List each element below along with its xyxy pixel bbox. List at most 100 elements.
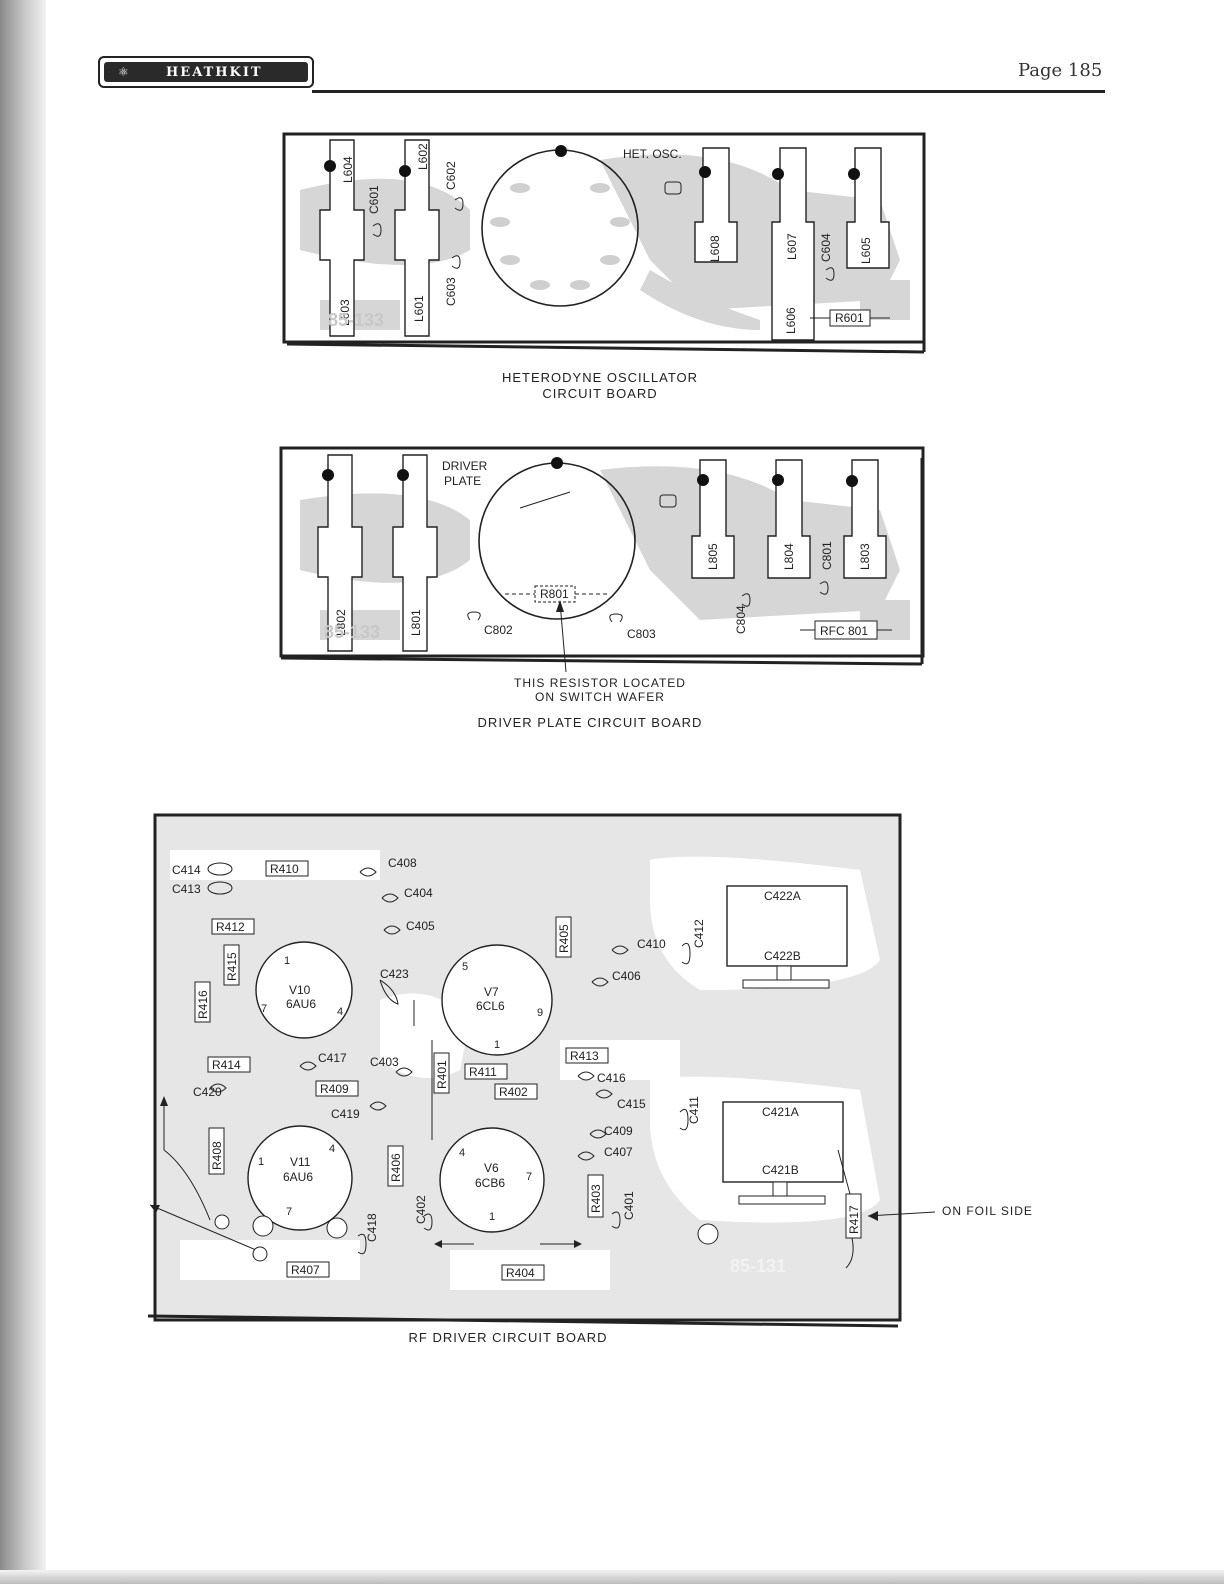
label-c420: C420 [193, 1085, 222, 1099]
atom-icon: ⚛ [118, 65, 129, 79]
board1-caption-line1: HETERODYNE OSCILLATOR [501, 370, 699, 385]
label-c408: C408 [388, 856, 417, 870]
label-l605: L605 [859, 237, 873, 264]
label-c401: C401 [622, 1191, 636, 1220]
resistor-note-line2: ON SWITCH WAFER [535, 690, 665, 704]
label-c416: C416 [597, 1071, 626, 1085]
label-c803: C803 [627, 627, 656, 641]
tube-v10: V10 [289, 983, 311, 997]
pin-v10-4: 4 [337, 1006, 343, 1018]
label-r601: R601 [835, 311, 864, 325]
label-c410: C410 [637, 937, 666, 951]
label-c415: C415 [617, 1097, 646, 1111]
resistor-note: THIS RESISTOR LOCATED ON SWITCH WAFER [480, 676, 720, 704]
label-c414: C414 [172, 863, 201, 877]
pin-v7-1: 1 [494, 1039, 500, 1051]
resistor-note-line1: THIS RESISTOR LOCATED [514, 676, 686, 690]
label-c423: C423 [380, 967, 409, 981]
label-r408: R408 [210, 1141, 224, 1170]
label-c421a: C421A [762, 1105, 799, 1119]
pin-v10-1: 1 [284, 955, 290, 967]
label-l804: L804 [782, 543, 796, 570]
label-r405: R405 [557, 924, 571, 953]
label-r406: R406 [389, 1153, 403, 1182]
label-r415: R415 [225, 952, 239, 981]
pin-v11-7: 7 [286, 1206, 292, 1218]
pin-v11-4: 4 [329, 1143, 335, 1155]
label-l803: L803 [858, 543, 872, 570]
label-c802: C802 [484, 623, 513, 637]
het-osc-label: HET. OSC. [623, 147, 682, 161]
label-r410: R410 [270, 862, 299, 876]
label-c601: C601 [367, 185, 381, 214]
label-r413: R413 [570, 1049, 599, 1063]
label-l604: L604 [341, 156, 355, 183]
label-c405: C405 [406, 919, 435, 933]
label-c411: C411 [687, 1096, 701, 1124]
label-c602: C602 [444, 161, 458, 190]
label-r407: R407 [291, 1263, 320, 1277]
driver-plate-board: DRIVER PLATE L802 L801 85-133 R801 C802 … [279, 446, 925, 673]
label-l602: L602 [416, 143, 430, 170]
board1-caption: HETERODYNE OSCILLATOR CIRCUIT BOARD [470, 370, 730, 402]
label-r403: R403 [589, 1184, 603, 1213]
header-rule [312, 90, 1105, 93]
label-r412: R412 [216, 920, 245, 934]
label-l601: L601 [412, 295, 426, 322]
board3-caption: RF DRIVER CIRCUIT BOARD [408, 1330, 608, 1345]
label-c603: C603 [444, 277, 458, 306]
page-number: Page 185 [1018, 60, 1103, 81]
pin-v7-5: 5 [462, 961, 468, 973]
label-l801: L801 [409, 609, 423, 636]
label-r417: R417 [847, 1205, 861, 1234]
pin-v6-1: 1 [489, 1211, 495, 1223]
board3-number: 85-131 [730, 1256, 786, 1276]
label-l805: L805 [706, 543, 720, 570]
tube-v6: V6 [484, 1161, 499, 1175]
tube-v7-type: 6CL6 [476, 999, 505, 1013]
label-c403: C403 [370, 1055, 399, 1069]
label-r416: R416 [196, 990, 210, 1019]
label-r411: R411 [469, 1065, 497, 1079]
pin-v10-7: 7 [261, 1003, 267, 1015]
label-c412: C412 [692, 919, 706, 948]
label-l802: L802 [334, 609, 348, 636]
label-c417: C417 [318, 1051, 347, 1065]
label-l606: L606 [784, 307, 798, 334]
on-foil-side-note: ON FOIL SIDE [942, 1204, 1033, 1218]
label-c604: C604 [819, 233, 833, 262]
board1-caption-line2: CIRCUIT BOARD [542, 386, 658, 401]
label-c801: C801 [820, 541, 834, 570]
board2-number: 85-133 [324, 622, 380, 642]
pin-v6-4: 4 [459, 1147, 465, 1159]
label-c419: C419 [331, 1107, 360, 1121]
plate-label: PLATE [444, 474, 481, 488]
label-rfc801: RFC 801 [820, 624, 868, 638]
label-c422b: C422B [764, 949, 801, 963]
label-r409: R409 [320, 1082, 349, 1096]
tube-v6-type: 6CB6 [475, 1176, 505, 1190]
label-c804: C804 [734, 605, 748, 634]
board1-number: 85-133 [328, 310, 384, 330]
label-l603: L603 [338, 299, 352, 326]
tube-v7: V7 [484, 985, 499, 999]
heathkit-logo: ⚛ HEATHKIT [98, 56, 314, 88]
label-c407: C407 [604, 1145, 633, 1159]
label-r404: R404 [506, 1266, 535, 1280]
label-r414: R414 [212, 1058, 241, 1072]
rf-driver-board: V10 6AU6 V7 6CL6 V11 6AU6 V6 6CB6 1 7 4 … [147, 813, 1033, 1328]
scan-shadow-edge [0, 0, 46, 1584]
scan-bottom-edge [0, 1570, 1224, 1584]
logo-text: HEATHKIT [166, 65, 263, 80]
tube-v10-type: 6AU6 [286, 997, 316, 1011]
label-r401: R401 [435, 1060, 449, 1089]
label-c409: C409 [604, 1124, 633, 1138]
tube-v11-type: 6AU6 [283, 1170, 313, 1184]
label-c404: C404 [404, 886, 433, 900]
label-l608: L608 [708, 235, 722, 262]
label-l607: L607 [785, 233, 799, 260]
label-r801: R801 [540, 587, 569, 601]
label-c413: C413 [172, 882, 201, 896]
